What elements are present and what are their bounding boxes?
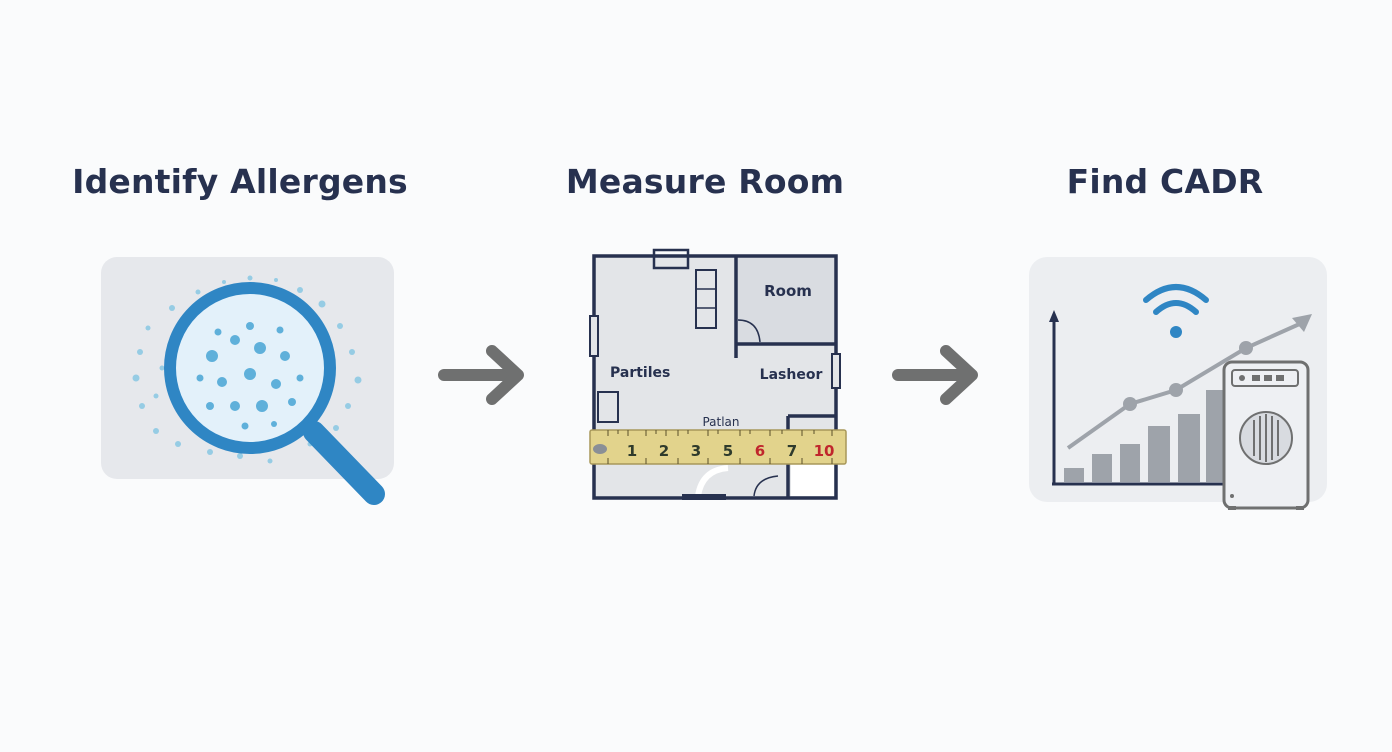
- cadr-bars: [1064, 390, 1224, 482]
- chart-axes: [1052, 318, 1228, 486]
- air-purifier-icon: [1222, 360, 1310, 510]
- trend-arrowhead: [1292, 314, 1312, 332]
- step-title-measure-room: Measure Room: [565, 162, 845, 201]
- cadr-panel: [1028, 256, 1330, 514]
- tape-minor-ticks: [607, 430, 833, 464]
- room-label: Room: [764, 282, 812, 300]
- lens-particles: [196, 322, 304, 430]
- tape-number: 1: [627, 442, 637, 460]
- tape-number: 2: [659, 442, 669, 460]
- lens-rim: [164, 282, 336, 454]
- lasheor-label: Lasheor: [760, 367, 823, 383]
- scattered-particles: [132, 275, 362, 464]
- step-title-identify-allergens: Identify Allergens: [72, 162, 408, 201]
- tape-number: 7: [787, 442, 797, 460]
- measuring-tape: 1 2 3 5 6 7 10: [589, 429, 847, 465]
- tape-numbers: 1 2 3 5 6 7 10: [627, 442, 835, 460]
- arrow-right-icon: [892, 345, 984, 407]
- wifi-dot: [1170, 326, 1182, 338]
- floor-plan-panel: Room Lasheor Partiles Patlan 1 2 3 5 6 7 10: [588, 246, 848, 508]
- tape-number: 3: [691, 442, 701, 460]
- tape-number: 10: [814, 442, 835, 460]
- allergen-panel: [100, 256, 400, 516]
- tape-number: 6: [755, 442, 765, 460]
- patlan-label: Patlan: [702, 415, 739, 429]
- magnifier-allergen-icon: [101, 257, 394, 505]
- arrow-right-icon: [438, 345, 530, 407]
- step-title-find-cadr: Find CADR: [1066, 162, 1264, 201]
- partiles-label: Partiles: [610, 365, 670, 381]
- trend-points: [1123, 341, 1253, 411]
- tape-number: 5: [723, 442, 733, 460]
- wifi-icon: [1143, 284, 1209, 315]
- magnifier-handle: [303, 421, 385, 505]
- cadr-chart-purifier-icon: [1029, 257, 1327, 510]
- floor-plan-icon: Room Lasheor Partiles Patlan 1 2 3 5 6 7 10: [589, 248, 847, 500]
